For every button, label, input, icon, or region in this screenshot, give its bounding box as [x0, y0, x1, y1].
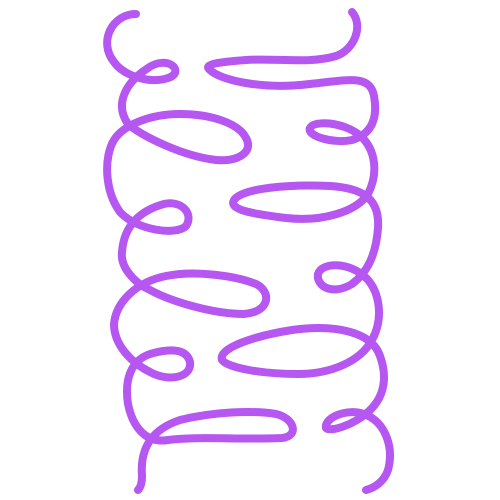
helix-coil [103, 8, 394, 494]
left-spring-strand [103, 10, 297, 494]
right-spring-strand [204, 8, 394, 494]
